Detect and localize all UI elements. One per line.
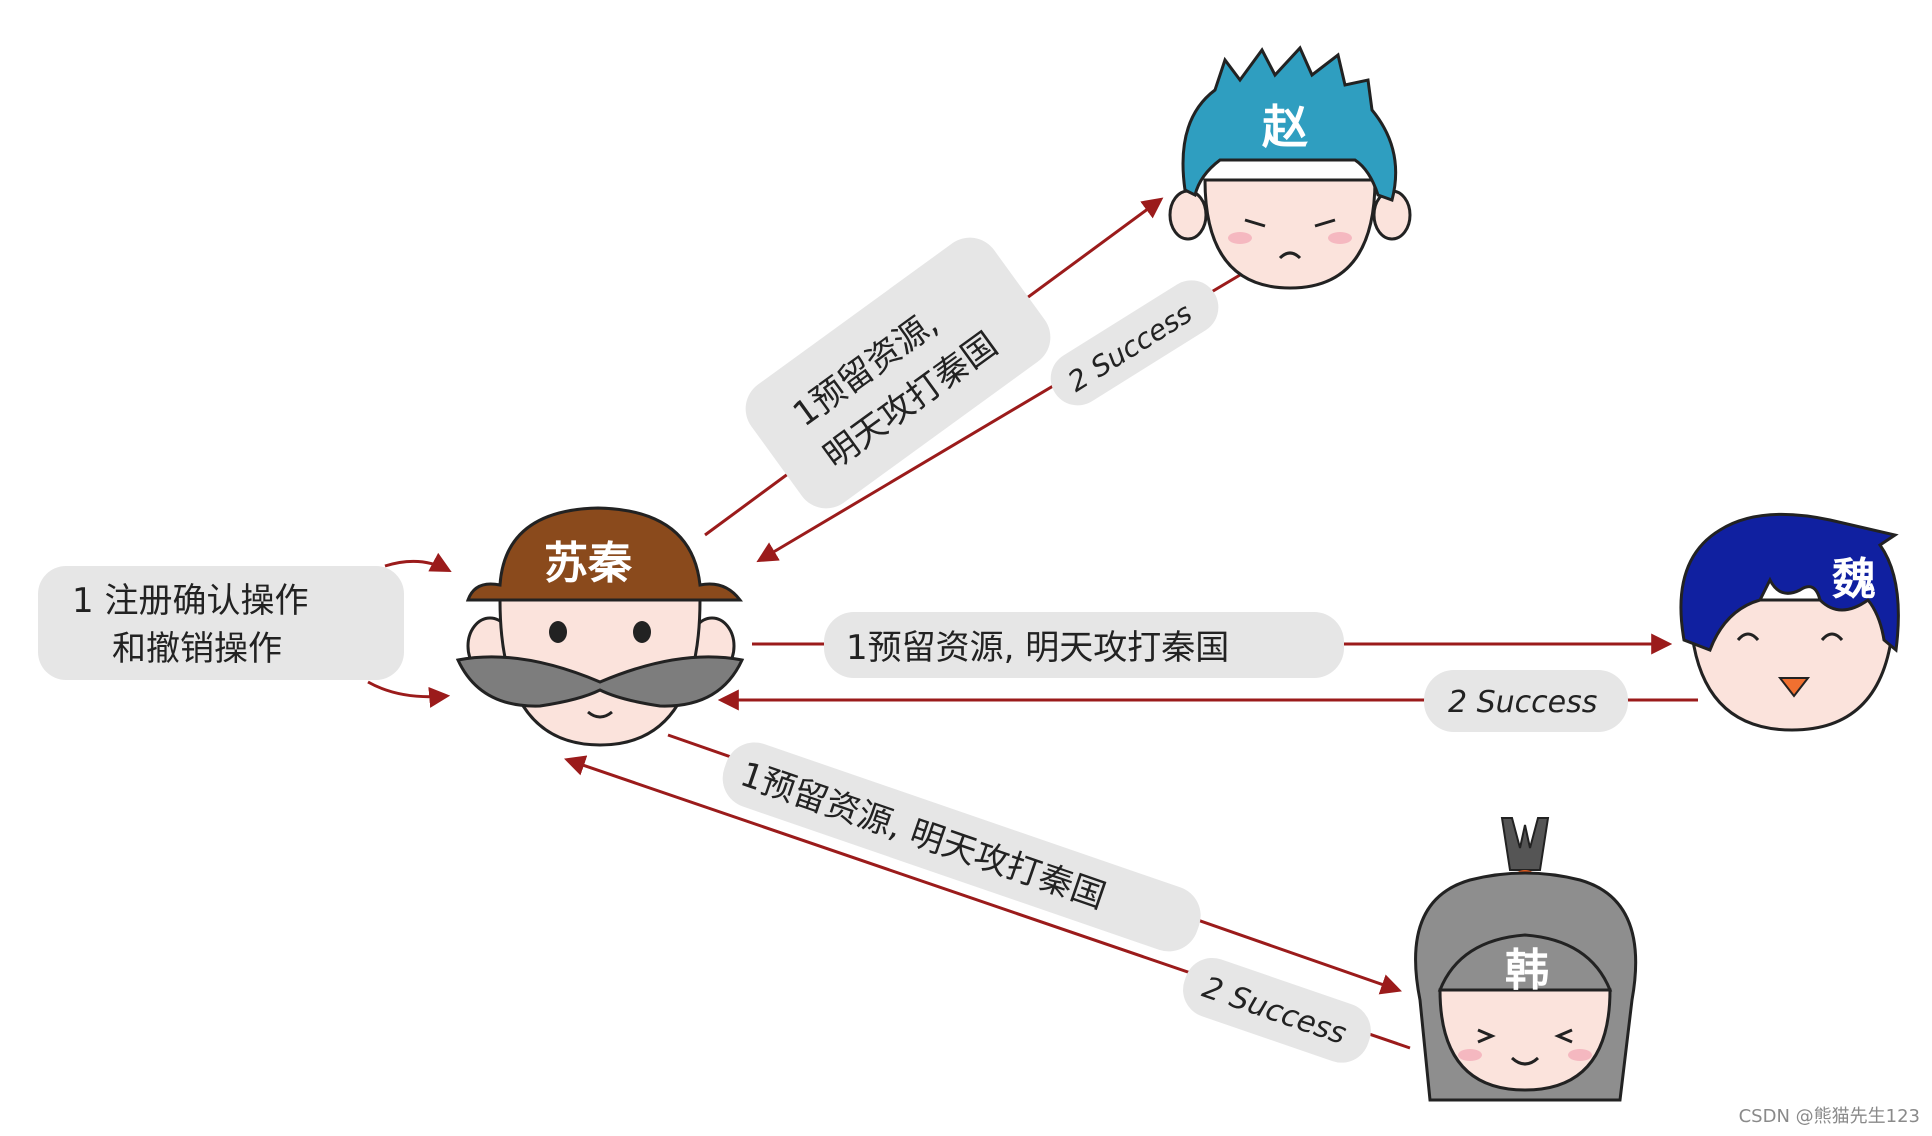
zhao-name: 赵 [1262, 100, 1308, 154]
suqin-mustache [455, 655, 745, 708]
wei-name: 魏 [1832, 554, 1876, 605]
watermark: CSDN @熊猫先生123 [1738, 1106, 1920, 1127]
wei-character: 魏 [1679, 512, 1900, 732]
han-character: 韩 [1414, 817, 1638, 1102]
han-request-label: 1预留资源, 明天攻打秦国 [722, 742, 1201, 952]
suqin-character: 苏秦 [455, 506, 745, 747]
suqin-hat [465, 506, 744, 602]
zhao-hair [1181, 45, 1398, 202]
zhao-character: 赵 [1168, 45, 1412, 290]
han-topknot [1500, 817, 1550, 871]
wei-request-label: 1预留资源, 明天攻打秦国 [824, 612, 1344, 678]
wei-req-text: 1预留资源, 明天攻打秦国 [846, 628, 1229, 668]
wei-hair [1679, 512, 1900, 653]
suqin-name: 苏秦 [544, 538, 633, 589]
register-line2: 和撤销操作 [112, 629, 282, 669]
han-response-label: 2 Success [1183, 957, 1371, 1063]
register-label: 1 注册确认操作 和撤销操作 [38, 566, 404, 680]
han-name: 韩 [1505, 945, 1549, 996]
register-line1: 1 注册确认操作 [72, 581, 308, 621]
wei-resp-text: 2 Success [1448, 685, 1597, 720]
zhao-response-label: 2 Success [1050, 280, 1219, 406]
arrow-register-bottom [367, 680, 451, 708]
wei-response-label: 2 Success [1424, 670, 1628, 732]
arrow-register-top [384, 552, 452, 572]
